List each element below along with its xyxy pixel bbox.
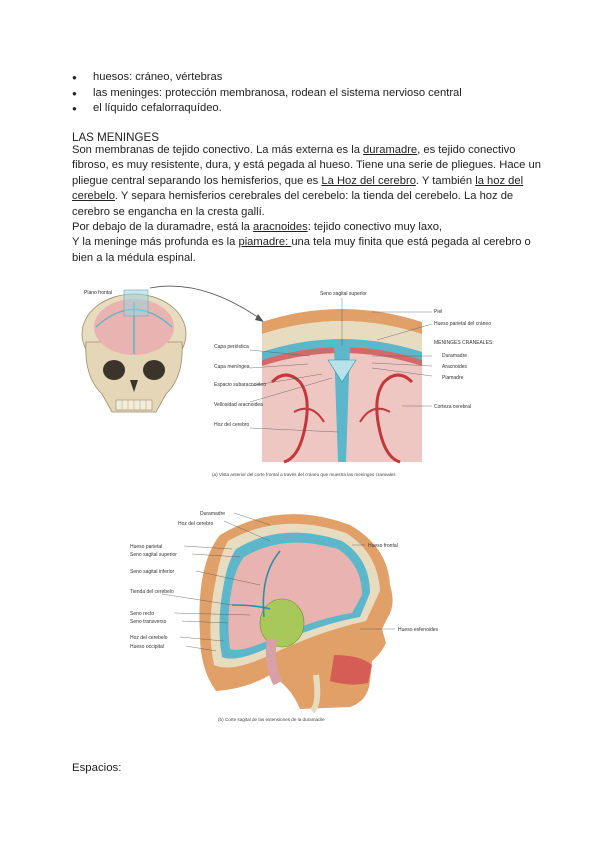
label-seno-sagital-superior: Seno sagital superior — [130, 552, 177, 558]
bullet-item: el líquido cefalorraquídeo. — [72, 101, 462, 117]
label-hoz-del-cerebelo: Hoz del cerebelo — [130, 635, 168, 641]
text-run: Y la meninge más profunda es la — [72, 236, 239, 249]
bullet-list: huesos: cráneo, vértebras las meninges: … — [72, 70, 462, 117]
label-hueso-parietal: Hueso parietal del cráneo — [434, 321, 491, 327]
bullet-item: las meninges: protección membranosa, rod… — [72, 86, 462, 102]
arrow-connector — [149, 285, 263, 321]
head-sagittal-illustration — [199, 514, 393, 714]
label-seno-sagital-inferior: Seno sagital inferior — [130, 569, 175, 575]
text-run: . Y separa hemisferios cerebrales del ce… — [72, 190, 514, 218]
text-run: Por debajo de la duramadre, está la — [72, 221, 253, 234]
text-run: Son membranas de tejido conectivo. La má… — [72, 144, 364, 156]
label-aracnoides: Aracnoides — [442, 364, 468, 370]
label-piamadre: Piamadre — [442, 375, 464, 381]
figure-b-label-lines — [161, 512, 395, 652]
skull-illustration — [81, 289, 187, 413]
figure-a-label-lines — [249, 298, 433, 433]
term-hoz-cerebelo: la hoz del cerebelo — [72, 174, 524, 203]
text-run: . Y también — [415, 174, 476, 187]
figure-a-meninges-frontal: Plano frontal Capa perióstica Capa menín… — [72, 282, 512, 482]
label-duramadre: Duramadre — [442, 353, 467, 359]
label-seno-sagital-superior: Seno sagital superior — [320, 291, 367, 297]
label-hoz-del-cerebro: Hoz del cerebro — [214, 422, 250, 428]
label-espacio-subaracnoideo: Espacio subaracnoideo — [214, 382, 266, 388]
label-corteza-cerebral: Corteza cerebral — [434, 404, 471, 410]
label-meninges-craneales: MENINGES CRANEALES: — [434, 340, 494, 346]
label-seno-recto: Seno recto — [130, 611, 154, 617]
label-hueso-parietal: Hueso parietal — [130, 544, 162, 550]
text-run: , es tejido conectivo fibroso, es muy re… — [72, 144, 541, 187]
section-title: LAS MENINGES — [72, 131, 159, 144]
figure-b-caption: (b) Corte sagital de las extensiones de … — [218, 717, 325, 722]
label-plano-frontal: Plano frontal — [84, 290, 112, 296]
text-run: una tela muy finita que está pegada al c… — [72, 236, 531, 264]
body-paragraph: Son membranas de tejido conectivo. La má… — [72, 143, 542, 266]
label-capa-meningea: Capa meníngea — [214, 364, 250, 370]
label-piel: Piel — [434, 309, 442, 315]
label-duramadre: Duramadre — [200, 511, 225, 517]
figure-b-dura-sagittal: Duramadre Hoz del cerebro Hueso parietal… — [120, 505, 460, 730]
arrow-head — [255, 314, 264, 322]
term-piamadre: piamadre: — [238, 236, 292, 249]
figure-a-caption: (a) Vista anterior del corte frontal a t… — [212, 472, 396, 477]
label-seno-transverso: Seno transverso — [130, 619, 167, 625]
label-hueso-occipital: Hueso occipital — [130, 644, 164, 650]
paragraph-line-2: Por debajo de la duramadre, está la arac… — [72, 220, 542, 235]
label-hueso-frontal: Hueso frontal — [368, 543, 398, 549]
paragraph-line-3: Y la meninge más profunda es la piamadre… — [72, 235, 542, 266]
label-tienda-del-cerebelo: Tienda del cerebelo — [130, 589, 174, 595]
label-capa-periostica: Capa perióstica — [214, 344, 249, 350]
term-hoz-cerebro: La Hoz del cerebro — [321, 174, 416, 187]
term-aracnoides: aracnoides — [252, 221, 308, 234]
paragraph-line-1: Son membranas de tejido conectivo. La má… — [72, 143, 542, 220]
bullet-item: huesos: cráneo, vértebras — [72, 70, 462, 86]
footer-text: Espacios: — [72, 762, 122, 774]
label-vellosidad-aracnoidea: Vellosidad aracnoidea — [214, 402, 263, 408]
term-duramadre: duramadre — [363, 144, 418, 156]
text-run: : tejido conectivo muy laxo, — [307, 221, 443, 234]
label-hueso-esfenoides: Hueso esfenoides — [398, 627, 439, 633]
label-hoz-del-cerebro: Hoz del cerebro — [178, 521, 214, 527]
